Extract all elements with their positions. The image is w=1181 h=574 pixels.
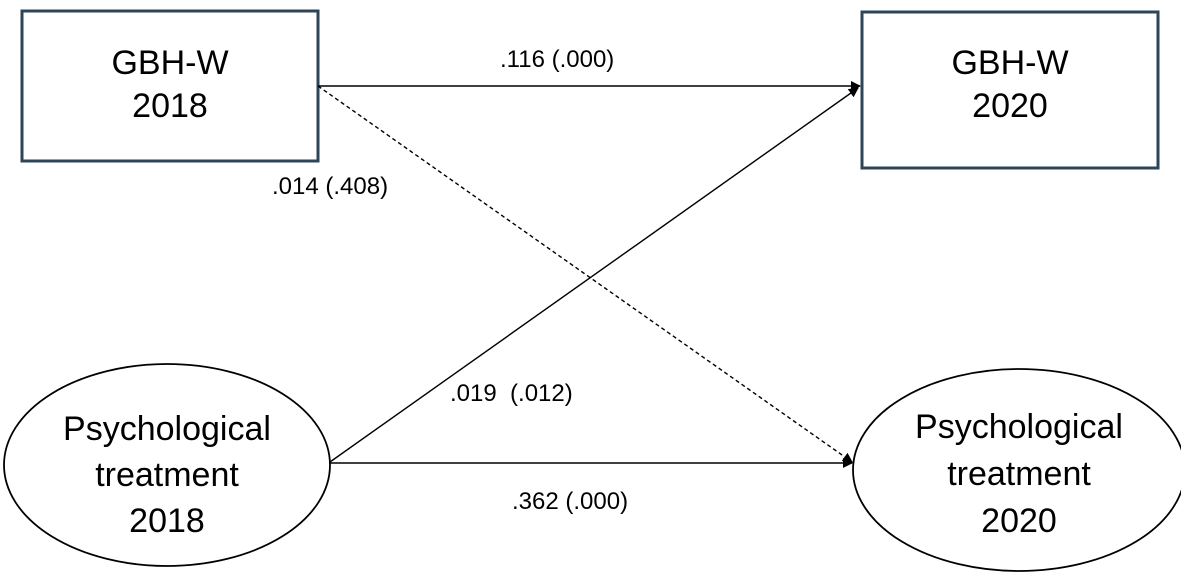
gbhw-2020-box	[860, 10, 1160, 170]
psych-2020-ellipse	[852, 368, 1181, 572]
edge-psych2018-to-gbhw2020	[329, 87, 859, 463]
psych-2020-line-2: treatment	[947, 455, 1091, 493]
psych-2018-ellipse	[3, 363, 331, 567]
psych-2020-line-1: Psychological	[915, 408, 1123, 446]
edge-gbhw2018-to-psych2020	[317, 85, 853, 463]
gbhw-2018-label: GBH-W 2018	[22, 42, 318, 128]
coef-gbhw2018-psych2020: .014 (.408)	[272, 173, 389, 200]
gbhw-2018-line-2: 2018	[132, 87, 208, 125]
gbhw-2018-line-1: GBH-W	[111, 44, 229, 82]
psych-2020-line-3: 2020	[981, 502, 1057, 540]
psych-2018-line-3: 2018	[129, 502, 205, 540]
gbhw-2020-label: GBH-W 2020	[862, 42, 1158, 128]
psych-2018-line-2: treatment	[95, 456, 239, 494]
gbhw-2020-line-2: 2020	[972, 87, 1048, 125]
psych-2018-line-1: Psychological	[63, 410, 271, 448]
coef-psych2018-psych2020: .362 (.000)	[512, 488, 629, 515]
gbhw-2020-line-1: GBH-W	[951, 44, 1069, 82]
psych-2020-label: Psychological treatment 2020	[853, 404, 1181, 545]
coef-gbhw2018-gbhw2020: .116 (.000)	[500, 46, 615, 73]
psych-2018-label: Psychological treatment 2018	[4, 406, 330, 544]
coef-psych2018-gbhw2020: .019 (.012)	[450, 380, 573, 407]
gbhw-2018-box	[20, 9, 320, 163]
